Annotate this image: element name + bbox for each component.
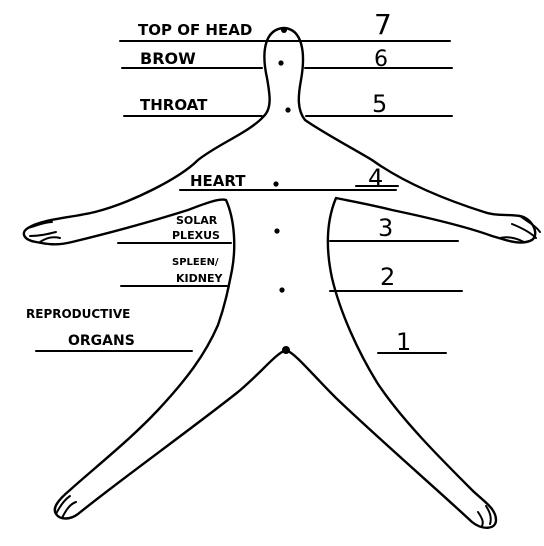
chakra-point-1 xyxy=(282,346,290,354)
chakra-label-2-line-2: KIDNEY xyxy=(176,272,223,285)
guide-line-2 xyxy=(121,286,462,291)
guide-line-1 xyxy=(36,351,446,353)
chakra-point-6 xyxy=(278,60,283,65)
chakra-label-5: THROAT xyxy=(140,96,208,114)
chakra-number-3: 3 xyxy=(378,214,393,242)
chakra-label-1-line-1: REPRODUCTIVE xyxy=(26,307,130,321)
chakra-number-5: 5 xyxy=(372,90,387,118)
chakra-label-4: HEART xyxy=(190,172,246,190)
chakra-number-2: 2 xyxy=(380,263,395,291)
chakra-label-6: BROW xyxy=(140,49,196,68)
body-outline xyxy=(24,28,535,528)
chakra-label-3-line-2: PLEXUS xyxy=(172,229,220,242)
chakra-number-6: 6 xyxy=(374,47,388,72)
chakra-label-7: TOP OF HEAD xyxy=(138,21,252,39)
chakra-label-1-line-2: ORGANS xyxy=(68,333,135,349)
chakra-label-2-line-1: SPLEEN/ xyxy=(172,257,219,268)
chakra-number-1: 1 xyxy=(396,328,411,356)
right-foot-toes xyxy=(478,506,491,526)
chakra-point-3 xyxy=(274,228,279,233)
chakra-point-5 xyxy=(285,107,290,112)
guide-line-3 xyxy=(118,241,458,243)
chakra-label-3-line-1: SOLAR xyxy=(176,214,218,227)
chakra-point-4 xyxy=(273,181,278,186)
chakra-number-7: 7 xyxy=(374,8,392,41)
chakra-point-7 xyxy=(281,27,287,33)
chakra-number-4: 4 xyxy=(368,164,383,192)
chakra-point-2 xyxy=(279,287,284,292)
